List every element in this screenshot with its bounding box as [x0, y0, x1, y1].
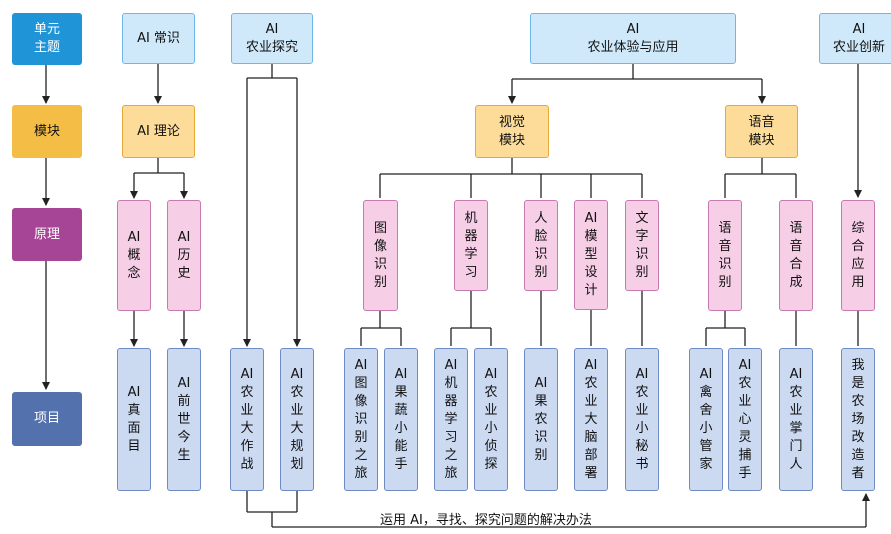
unit-ai-agri-innovation: AI 农业创新 — [819, 13, 891, 64]
project-ai-agri-brain-deploy: AI 农 业 大 脑 部 署 — [574, 348, 608, 491]
principle-ai-model-design: AI 模 型 设 计 — [574, 200, 608, 310]
principle-ai-history: AI 历 史 — [167, 200, 201, 311]
project-ai-agri-mind-catcher: AI 农 业 心 灵 捕 手 — [728, 348, 762, 491]
principle-ai-concept: AI 概 念 — [117, 200, 151, 311]
module-vision: 视觉 模块 — [475, 105, 549, 158]
project-ai-true-face: AI 真 面 目 — [117, 348, 151, 491]
unit-ai-agri-experience: AI 农业体验与应用 — [530, 13, 736, 64]
module-ai-theory: AI 理论 — [122, 105, 195, 158]
project-ai-agri-detective: AI 农 业 小 侦 探 — [474, 348, 508, 491]
project-farm-transformer: 我 是 农 场 改 造 者 — [841, 348, 875, 491]
project-ai-agri-secretary: AI 农 业 小 秘 书 — [625, 348, 659, 491]
unit-ai-common-sense: AI 常识 — [122, 13, 195, 64]
project-ai-image-recognition-journey: AI 图 像 识 别 之 旅 — [344, 348, 378, 491]
project-ai-agri-battle: AI 农 业 大 作 战 — [230, 348, 264, 491]
project-ai-fruit-farmer-recognition: AI 果 农 识 别 — [524, 348, 558, 491]
project-ai-poultry-keeper: AI 禽 舍 小 管 家 — [689, 348, 723, 491]
principle-face-recognition: 人 脸 识 别 — [524, 200, 558, 291]
principle-image-recognition: 图 像 识 别 — [363, 200, 398, 311]
project-ai-agri-leader: AI 农 业 掌 门 人 — [779, 348, 813, 491]
principle-comprehensive-application: 综 合 应 用 — [841, 200, 875, 311]
unit-ai-agri-exploration: AI 农业探究 — [231, 13, 313, 64]
project-ai-past-present: AI 前 世 今 生 — [167, 348, 201, 491]
module-voice: 语音 模块 — [725, 105, 798, 158]
legend-unit-theme: 单元 主题 — [12, 13, 82, 65]
feedback-loop-label: 运用 AI，寻找、探究问题的解决办法 — [380, 513, 592, 528]
principle-speech-synthesis: 语 音 合 成 — [779, 200, 813, 311]
legend-module: 模块 — [12, 105, 82, 158]
project-ai-agri-plan: AI 农 业 大 规 划 — [280, 348, 314, 491]
project-ai-machine-learning-journey: AI 机 器 学 习 之 旅 — [434, 348, 468, 491]
project-ai-fruit-veg-expert: AI 果 蔬 小 能 手 — [384, 348, 418, 491]
legend-principle: 原理 — [12, 208, 82, 261]
principle-speech-recognition: 语 音 识 别 — [708, 200, 742, 311]
legend-project: 项目 — [12, 392, 82, 446]
principle-machine-learning: 机 器 学 习 — [454, 200, 488, 291]
principle-text-recognition: 文 字 识 别 — [625, 200, 659, 291]
